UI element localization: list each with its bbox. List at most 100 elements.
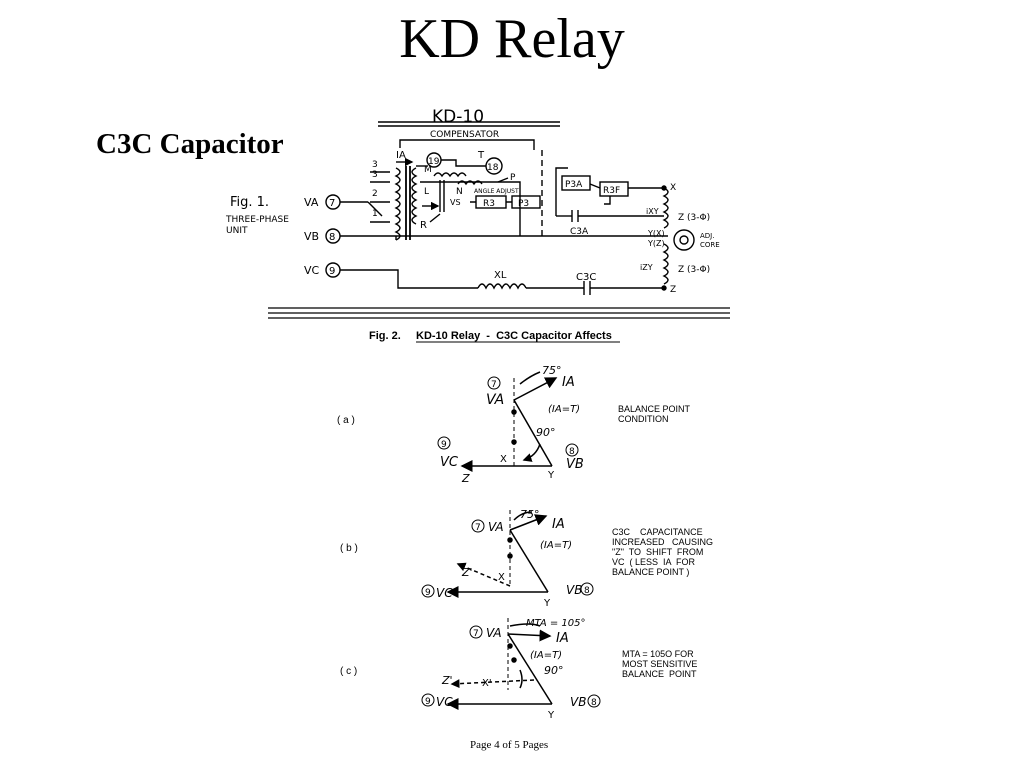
panel-b-note-5: BALANCE POINT ) — [612, 567, 689, 577]
svg-text:(IA=T): (IA=T) — [548, 404, 580, 415]
svg-text:Y(Z): Y(Z) — [647, 239, 665, 248]
svg-text:8: 8 — [591, 698, 597, 708]
svg-text:X: X — [498, 572, 505, 583]
page-footer: Page 4 of 5 Pages — [470, 739, 549, 751]
svg-text:MTA = 105°: MTA = 105° — [526, 618, 585, 629]
svg-text:Z (3-Φ): Z (3-Φ) — [678, 213, 710, 223]
svg-text:9: 9 — [441, 440, 447, 450]
fig1-title: KD-10 — [432, 107, 484, 127]
svg-text:Z: Z — [461, 472, 470, 485]
panel-c-note-2: MOST SENSITIVE — [622, 659, 697, 669]
svg-text:VA: VA — [486, 626, 502, 640]
svg-text:90°: 90° — [544, 664, 564, 677]
svg-text:VS: VS — [450, 198, 461, 207]
svg-text:VA: VA — [488, 520, 504, 534]
svg-text:X: X — [500, 454, 507, 465]
vb-terminal-label: VB — [304, 230, 319, 243]
phasor-panel-c: ( c ) MTA = 105° IA 7 VA (IA=T) 90° Z' X… — [340, 618, 697, 721]
fig1-schematic: KD-10 COMPENSATOR Fig. 1. THREE-PHASE UN… — [225, 107, 730, 319]
panel-c-note-1: MTA = 105O FOR — [622, 649, 694, 659]
panel-b-note-2: INCREASED CAUSING — [612, 537, 713, 547]
svg-text:1: 1 — [372, 209, 378, 219]
svg-text:19: 19 — [428, 157, 440, 167]
svg-text:T: T — [477, 150, 485, 161]
adj-core — [673, 229, 695, 251]
svg-text:18: 18 — [487, 163, 499, 173]
svg-text:VB: VB — [566, 457, 584, 472]
svg-text:Y(X): Y(X) — [647, 229, 665, 238]
svg-text:VB: VB — [566, 583, 582, 597]
fig2-caption-num: Fig. 2. — [369, 330, 401, 342]
xl-label: XL — [494, 270, 507, 281]
svg-text:VC: VC — [440, 455, 459, 470]
svg-text:Y: Y — [547, 710, 555, 721]
svg-text:7: 7 — [473, 629, 479, 639]
svg-text:VA: VA — [486, 392, 504, 408]
svg-text:9: 9 — [329, 266, 335, 277]
panel-c-label: ( c ) — [340, 666, 357, 677]
svg-text:P3: P3 — [518, 199, 529, 209]
unit-label-1: THREE-PHASE — [225, 215, 289, 225]
svg-text:R3F: R3F — [603, 186, 620, 196]
svg-text:2: 2 — [372, 189, 378, 199]
va-terminal-label: VA — [304, 196, 319, 209]
svg-text:Y: Y — [547, 470, 555, 481]
fig2-caption-text: KD-10 Relay - C3C Capacitor Affects — [416, 330, 612, 342]
svg-text:VB: VB — [570, 695, 586, 709]
p3a-block — [561, 175, 591, 191]
panel-a-note-1: BALANCE POINT — [618, 404, 691, 414]
c3c-label: C3C — [576, 272, 596, 283]
svg-text:Z': Z' — [441, 674, 453, 687]
svg-text:IA: IA — [396, 150, 406, 161]
slide-subtitle: C3C Capacitor — [96, 128, 284, 160]
panel-b-note-3: "Z" TO SHIFT FROM — [612, 547, 703, 557]
svg-text:VC: VC — [436, 695, 453, 709]
svg-text:P: P — [510, 173, 516, 183]
svg-text:8: 8 — [569, 447, 575, 457]
svg-text:8: 8 — [329, 232, 335, 243]
svg-text:(IA=T): (IA=T) — [540, 540, 572, 551]
svg-text:C3A: C3A — [570, 227, 589, 237]
svg-text:X: X — [670, 183, 676, 193]
svg-text:ANGLE ADJUST: ANGLE ADJUST — [474, 188, 519, 195]
svg-text:7: 7 — [329, 198, 335, 209]
svg-text:3: 3 — [372, 160, 378, 170]
svg-text:P3A: P3A — [565, 180, 583, 190]
compensator-label: COMPENSATOR — [430, 130, 499, 140]
svg-text:N: N — [456, 187, 463, 197]
svg-text:75°: 75° — [520, 508, 540, 521]
svg-text:75°: 75° — [542, 364, 562, 377]
svg-text:iZY: iZY — [640, 263, 653, 272]
svg-text:R: R — [420, 220, 427, 231]
vc-terminal-label: VC — [304, 264, 320, 277]
svg-text:IA: IA — [556, 631, 569, 646]
svg-text:IA: IA — [552, 517, 565, 532]
svg-text:Z (3-Φ): Z (3-Φ) — [678, 265, 710, 275]
svg-text:IA: IA — [562, 375, 575, 390]
phasor-panel-b: ( b ) 75° IA 7 VA (IA=T) Z' X 9 VC VB 8 … — [340, 508, 713, 609]
slide-title: KD Relay — [399, 8, 625, 70]
svg-text:7: 7 — [491, 380, 497, 390]
svg-text:Z: Z — [670, 285, 676, 295]
svg-text:Z': Z' — [461, 566, 473, 579]
svg-text:M: M — [424, 165, 432, 175]
svg-text:3: 3 — [372, 170, 378, 180]
panel-b-label: ( b ) — [340, 543, 358, 554]
svg-text:L: L — [424, 187, 429, 197]
panel-b-note-4: VC ( LESS IA FOR — [612, 557, 696, 567]
svg-text:X': X' — [482, 678, 492, 689]
r3f-block — [599, 181, 629, 197]
svg-text:9: 9 — [425, 588, 431, 598]
panel-a-label: ( a ) — [337, 415, 355, 426]
svg-text:(IA=T): (IA=T) — [530, 650, 562, 661]
svg-text:R3: R3 — [483, 199, 495, 209]
panel-c-note-3: BALANCE POINT — [622, 669, 697, 679]
svg-text:Y: Y — [543, 598, 551, 609]
panel-b-note-1: C3C CAPACITANCE — [612, 527, 703, 537]
svg-text:7: 7 — [475, 523, 481, 533]
unit-label-2: UNIT — [226, 226, 248, 236]
svg-text:9: 9 — [425, 697, 431, 707]
svg-text:CORE: CORE — [700, 241, 720, 249]
svg-text:8: 8 — [584, 586, 590, 596]
